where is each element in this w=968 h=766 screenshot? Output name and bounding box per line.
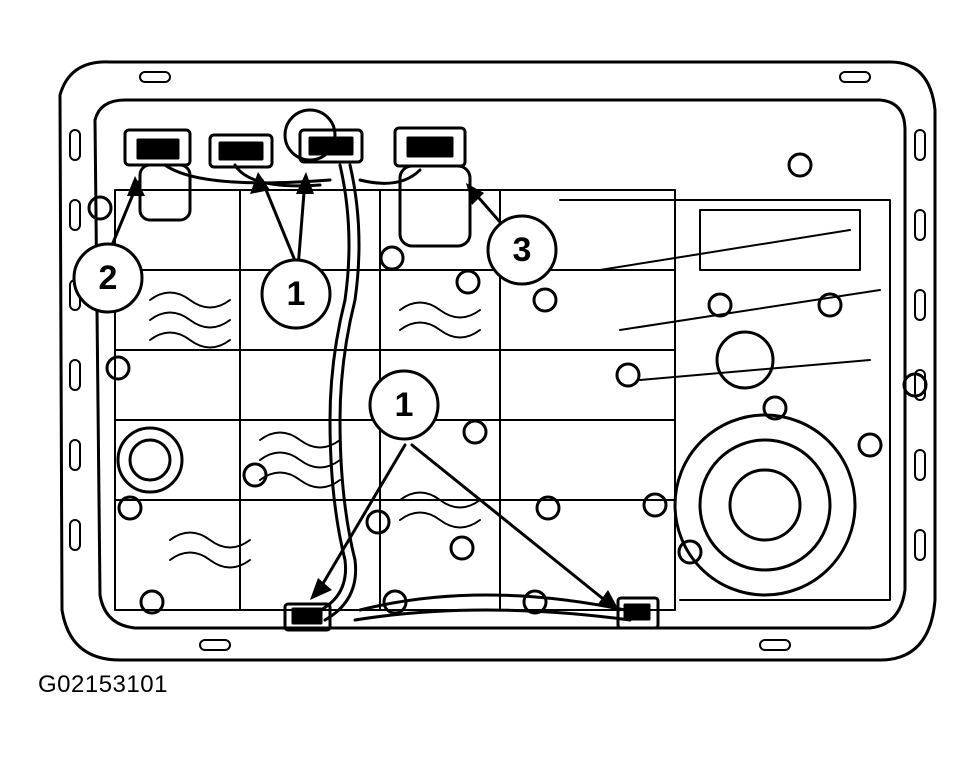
callout-3-label: 3 [513, 231, 532, 269]
wiring-harness [163, 163, 632, 622]
figure-id: G02153101 [38, 671, 168, 698]
leader-lines [106, 172, 620, 612]
callout-2: 2 [72, 242, 144, 314]
callout-1-top-label: 1 [287, 275, 306, 313]
connector-3 [393, 126, 472, 248]
connector-1-center [283, 108, 364, 164]
bolts [87, 152, 928, 615]
callout-2-label: 2 [99, 259, 118, 297]
callout-1-bottom-label: 1 [395, 386, 414, 424]
callout-1-top: 1 [260, 258, 332, 330]
callout-3: 3 [486, 214, 558, 286]
connector-1-left [208, 133, 274, 169]
connector-2 [123, 128, 192, 222]
callout-1-bottom: 1 [368, 369, 440, 441]
solenoid-connectors [123, 108, 660, 632]
connector-1-bottom-right [616, 596, 660, 630]
spool-valves [149, 291, 481, 569]
